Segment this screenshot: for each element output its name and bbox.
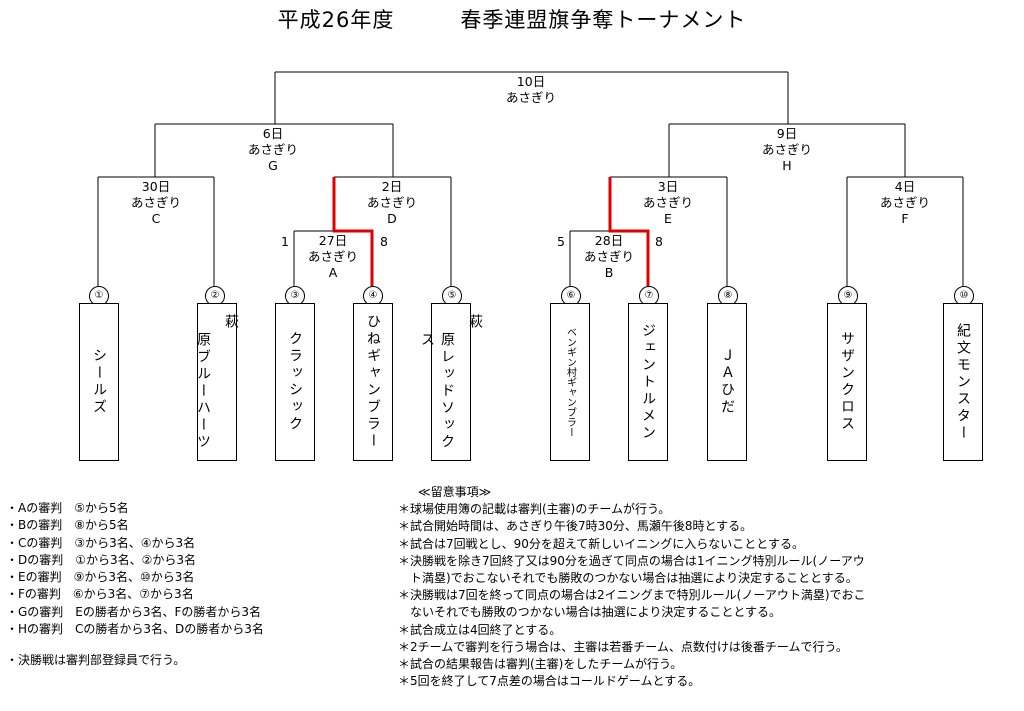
- score-a-left: 1: [281, 234, 289, 249]
- umpire-item: ・Cの審判 ③から3名、④から3名: [6, 535, 196, 550]
- score-b-right: 8: [655, 234, 663, 249]
- team-box-10: 紀文モンスター: [943, 303, 983, 461]
- note-item: ＊2チームで審判を行う場合は、主審は若番チーム、点数付けは後番チームで行う。: [398, 639, 848, 654]
- umpire-list: ・Aの審判 ⑤から5名 ・Bの審判 ⑧から5名 ・Cの審判 ③から3名、④から3…: [6, 500, 264, 670]
- team-box-1: シールズ: [79, 303, 119, 461]
- umpire-item: ・Fの審判 ⑥から3名、⑦から3名: [6, 587, 194, 602]
- winner-path-b: [608, 177, 650, 288]
- team-name: クラッシック: [287, 331, 303, 433]
- team-name-line-2: 原ブルーハーツ: [195, 332, 211, 451]
- team-box-4: ひねギャンブラー: [353, 303, 393, 461]
- team-name-line-2: 原レッドソックス: [419, 332, 455, 451]
- umpire-item: ・Eの審判 ⑨から3名、⑩から3名: [6, 570, 195, 585]
- match-label-g: 6日 あさぎり G: [238, 126, 308, 174]
- match-code: C: [151, 211, 161, 226]
- team-box-7: ジェントルメン: [628, 303, 668, 461]
- team-box-2: 原ブルーハーツ 萩: [195, 303, 239, 461]
- match-venue: あさぎり: [879, 195, 930, 210]
- match-label-final: 10日 あさぎり: [496, 74, 566, 106]
- note-item: ＊試合成立は4回終了とする。: [398, 622, 562, 637]
- team-name: ベンギン村ギャンブラー: [564, 327, 576, 437]
- match-date: 3日: [657, 179, 679, 194]
- match-label-d: 2日 あさぎり D: [357, 179, 427, 227]
- notes-heading: ≪留意事項≫: [418, 485, 492, 499]
- note-item: ＊試合の結果報告は審判(主審)をしたチームが行う。: [398, 657, 683, 672]
- note-item: ＊試合は7回戦とし、90分を超えて新しいイニングに入らないこととする。: [398, 536, 804, 551]
- match-code: B: [604, 265, 614, 280]
- match-label-c: 30日 あさぎり C: [121, 179, 191, 227]
- match-venue: あさぎり: [761, 142, 812, 157]
- match-code: G: [268, 158, 278, 173]
- umpire-item: ・Gの審判 Eの勝者から3名、Fの勝者から3名: [6, 604, 262, 619]
- match-venue: あさぎり: [642, 195, 693, 210]
- match-venue: あさぎり: [307, 249, 358, 264]
- notes-section: ≪留意事項≫ ＊球場使用簿の記載は審判(主審)のチームが行う。 ＊試合開始時間は…: [398, 484, 958, 690]
- team-name: ひねギャンブラー: [365, 314, 381, 450]
- team-name: ジェントルメン: [640, 322, 656, 442]
- score-a-right: 8: [380, 234, 388, 249]
- match-date: 27日: [318, 233, 348, 248]
- match-date: 28日: [594, 233, 624, 248]
- team-name-line-1: 萩: [467, 314, 483, 331]
- note-item-continued: ないそれでも勝敗のつかない場合は抽選により決定することとする。: [410, 605, 782, 620]
- match-date: 2日: [381, 179, 403, 194]
- match-code: F: [901, 211, 909, 226]
- team-name: ＪＡひだ: [719, 348, 735, 416]
- match-label-e: 3日 あさぎり E: [633, 179, 703, 227]
- team-name: シールズ: [91, 348, 107, 416]
- match-label-f: 4日 あさぎり F: [870, 179, 940, 227]
- umpire-item: ・Aの審判 ⑤から5名: [6, 501, 129, 515]
- team-name-line-1: 萩: [223, 314, 239, 331]
- match-date: 4日: [894, 179, 916, 194]
- team-name: サザンクロス: [839, 331, 855, 433]
- umpire-item: ・Hの審判 Cの勝者から3名、Dの勝者から3名: [6, 622, 264, 637]
- note-item: ＊5回を終了して7点差の場合はコールドゲームとする。: [398, 674, 701, 689]
- team-box-9: サザンクロス: [827, 303, 867, 461]
- note-item: ＊決勝戦を除き7回終了又は90分を過ぎて同点の場合は1イニング特別ルール(ノーア…: [398, 553, 865, 568]
- match-date: 6日: [262, 126, 284, 141]
- umpire-item: ・Bの審判 ⑧から5名: [6, 518, 129, 533]
- team-number: ⑥: [561, 286, 581, 306]
- match-label-h: 9日 あさぎり H: [752, 126, 822, 174]
- match-code: H: [782, 158, 792, 173]
- note-item-continued: ト満塁)でおこないそれでも勝敗のつかない場合は抽選により決定することとする。: [410, 571, 858, 586]
- tournament-bracket: [97, 71, 964, 288]
- match-date: 30日: [141, 179, 171, 194]
- team-box-5: 原レッドソックス 萩: [419, 303, 483, 461]
- note-item: ＊決勝戦は7回を終って同点の場合は2イニングまで特別ルール(ノーアウト満塁)でお…: [398, 588, 866, 603]
- winner-path-a: [332, 177, 374, 288]
- note-item: ＊試合開始時間は、あさぎり午後7時30分、馬瀬午後8時とする。: [398, 519, 753, 534]
- match-code: D: [387, 211, 397, 226]
- team-box-3: クラッシック: [275, 303, 315, 461]
- match-venue: あさぎり: [247, 142, 298, 157]
- page-title: 平成26年度 春季連盟旗争奪トーナメント: [277, 8, 747, 32]
- final-umpire-note: ・決勝戦は審判部登録員で行う。: [6, 653, 186, 668]
- umpire-item: ・Dの審判 ①から3名、②から3名: [6, 552, 197, 567]
- match-venue: あさぎり: [130, 195, 181, 210]
- team-box-8: ＪＡひだ: [707, 303, 747, 461]
- team-box-6: ベンギン村ギャンブラー: [550, 303, 590, 461]
- match-date: 10日: [516, 74, 546, 89]
- match-venue: あさぎり: [366, 195, 417, 210]
- team-name: 紀文モンスター: [955, 322, 971, 442]
- match-date: 9日: [776, 126, 798, 141]
- match-label-a: 27日 あさぎり A: [298, 233, 368, 281]
- match-venue: あさぎり: [583, 249, 634, 264]
- match-code: A: [328, 265, 338, 280]
- match-venue: あさぎり: [505, 90, 556, 105]
- match-label-b: 28日 あさぎり B: [574, 233, 644, 281]
- score-b-left: 5: [557, 234, 565, 249]
- match-code: E: [664, 211, 672, 226]
- note-item: ＊球場使用簿の記載は審判(主審)のチームが行う。: [398, 502, 671, 517]
